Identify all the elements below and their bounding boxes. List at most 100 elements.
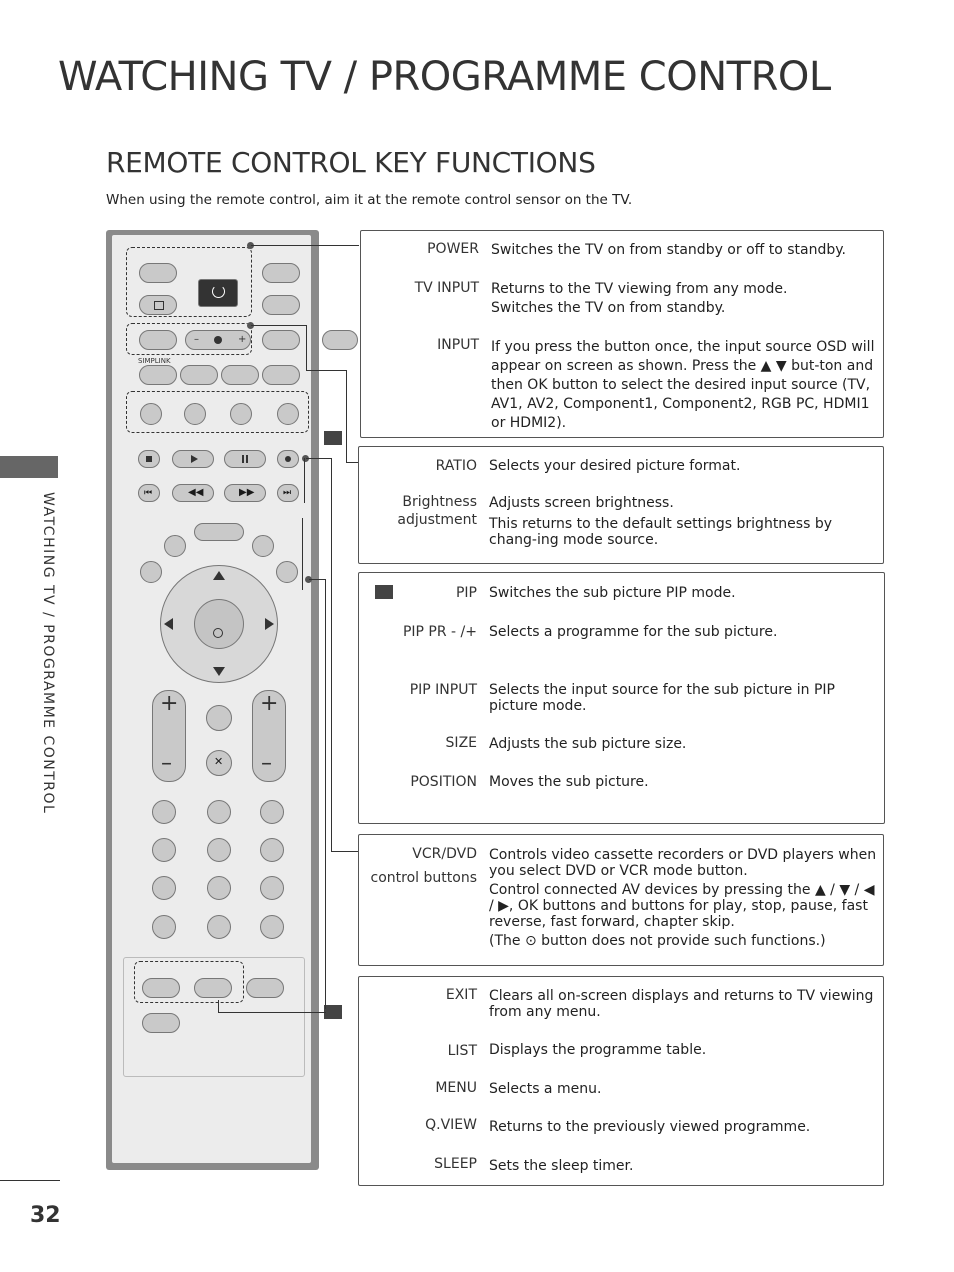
connector-line (251, 245, 359, 246)
skip-forward-icon: ⏭ (283, 488, 292, 498)
size-key-label: SIZE (445, 735, 477, 751)
skip-back-button[interactable]: ⏮ (138, 484, 160, 502)
volume-minus: – (161, 751, 172, 776)
tv-button[interactable] (139, 263, 177, 283)
vcr-desc-line-1: Controls video cassette recorders or DVD… (489, 847, 877, 879)
connector-line (306, 370, 346, 371)
ratio-description: Selects your desired picture format. (489, 458, 741, 474)
connector-line (218, 1012, 326, 1013)
arrow-up-icon[interactable] (213, 571, 225, 580)
side-tab (0, 456, 58, 478)
pip-pr-plus-button[interactable] (262, 365, 300, 385)
panel-vcr-dvd: VCR/DVD control buttons Controls video c… (358, 834, 884, 966)
rewind-icon: ◀◀ (188, 487, 204, 498)
list-number-button[interactable] (152, 915, 176, 939)
position-button[interactable] (230, 403, 252, 425)
connector-line (218, 1000, 219, 1012)
vcr-button[interactable] (262, 295, 300, 315)
fav-button[interactable] (206, 705, 232, 731)
info-button[interactable] (276, 561, 298, 583)
number-6-button[interactable] (260, 838, 284, 862)
ratio-button[interactable] (139, 330, 177, 350)
qview-key-label: Q.VIEW (425, 1117, 477, 1133)
arrow-down-icon[interactable] (213, 667, 225, 676)
arrow-left-icon[interactable] (164, 618, 173, 630)
power-description: Switches the TV on from standby or off t… (491, 242, 846, 258)
vcr-key-label-1: VCR/DVD (412, 846, 477, 862)
vcr-key-label-2: control buttons (370, 870, 477, 886)
mix-button[interactable] (194, 978, 232, 998)
list-button[interactable] (140, 561, 162, 583)
number-1-button[interactable] (152, 800, 176, 824)
pip-pr-minus-button[interactable] (221, 365, 259, 385)
text-button[interactable] (142, 978, 180, 998)
volume-rocker[interactable]: + – (152, 690, 186, 782)
mute-icon: ✕ (214, 755, 224, 768)
fast-forward-button[interactable]: ▶▶ (224, 484, 266, 502)
connector-line (331, 458, 332, 851)
input-button[interactable] (262, 330, 300, 350)
size-button[interactable] (184, 403, 206, 425)
connector-line (304, 458, 305, 503)
qview-description: Returns to the previously viewed program… (489, 1119, 811, 1135)
number-8-button[interactable] (207, 876, 231, 900)
menu-key-label: MENU (435, 1080, 477, 1096)
channel-rocker[interactable]: + – (252, 690, 286, 782)
position-description: Moves the sub picture. (489, 774, 649, 790)
record-button[interactable] (277, 450, 299, 468)
number-2-button[interactable] (207, 800, 231, 824)
brightness-plus: + (238, 334, 247, 345)
number-4-button[interactable] (152, 838, 176, 862)
simplink-button[interactable] (139, 365, 177, 385)
menu-button[interactable] (194, 523, 244, 541)
power-key-label: POWER (427, 241, 479, 257)
remote-marker-square (324, 1005, 342, 1019)
pip-description: Switches the sub picture PIP mode. (489, 585, 736, 601)
arrow-right-icon[interactable] (265, 618, 274, 630)
stop-button[interactable] (138, 450, 160, 468)
ok-button[interactable] (194, 599, 244, 649)
power-button[interactable] (198, 279, 238, 307)
channel-plus: + (260, 691, 279, 716)
number-0-button[interactable] (207, 915, 231, 939)
pip-marker-square (375, 585, 393, 599)
number-9-button[interactable] (260, 876, 284, 900)
sleep-button[interactable] (142, 1013, 180, 1033)
brightness-button[interactable]: – + (185, 330, 251, 350)
record-icon (285, 456, 291, 462)
sleep-key-label: SLEEP (434, 1156, 477, 1172)
pip-pr-description: Selects a programme for the sub picture. (489, 624, 778, 640)
pause-button[interactable] (224, 450, 266, 468)
tv-input-description: Returns to the TV viewing from any mode.… (491, 281, 879, 316)
play-icon (191, 455, 198, 463)
connector-line (346, 462, 359, 463)
page-title: WATCHING TV / PROGRAMME CONTROL (58, 54, 831, 100)
skip-back-icon: ⏮ (144, 488, 153, 498)
connector-line (251, 325, 307, 326)
brightness-minus: – (194, 334, 199, 345)
pip-input-button[interactable] (140, 403, 162, 425)
q-view-button[interactable] (260, 915, 284, 939)
exit-button[interactable] (252, 535, 274, 557)
tv-input-button[interactable] (139, 295, 177, 315)
update-button[interactable] (246, 978, 284, 998)
pip-group-outline (126, 391, 309, 433)
number-5-button[interactable] (207, 838, 231, 862)
mute-button[interactable]: ✕ (206, 750, 232, 776)
page-number: 32 (30, 1203, 61, 1228)
play-button[interactable] (172, 450, 214, 468)
rewind-button[interactable]: ◀◀ (172, 484, 214, 502)
list-key-label: LIST (447, 1043, 477, 1059)
pip-pr-key-label: PIP PR - /+ (402, 624, 477, 640)
brightness-desc-line-2: This returns to the default settings bri… (489, 516, 833, 548)
swap-button[interactable] (277, 403, 299, 425)
simplink-label: SIMPLINK (138, 357, 171, 365)
panel-pip: PIP Switches the sub picture PIP mode. P… (358, 572, 885, 824)
skip-forward-button[interactable]: ⏭ (277, 484, 299, 502)
q-menu-button[interactable] (164, 535, 186, 557)
pip-button[interactable] (180, 365, 218, 385)
number-3-button[interactable] (260, 800, 284, 824)
dvd-button[interactable] (262, 263, 300, 283)
number-7-button[interactable] (152, 876, 176, 900)
brightness-key-label-1: Brightness (402, 494, 477, 510)
